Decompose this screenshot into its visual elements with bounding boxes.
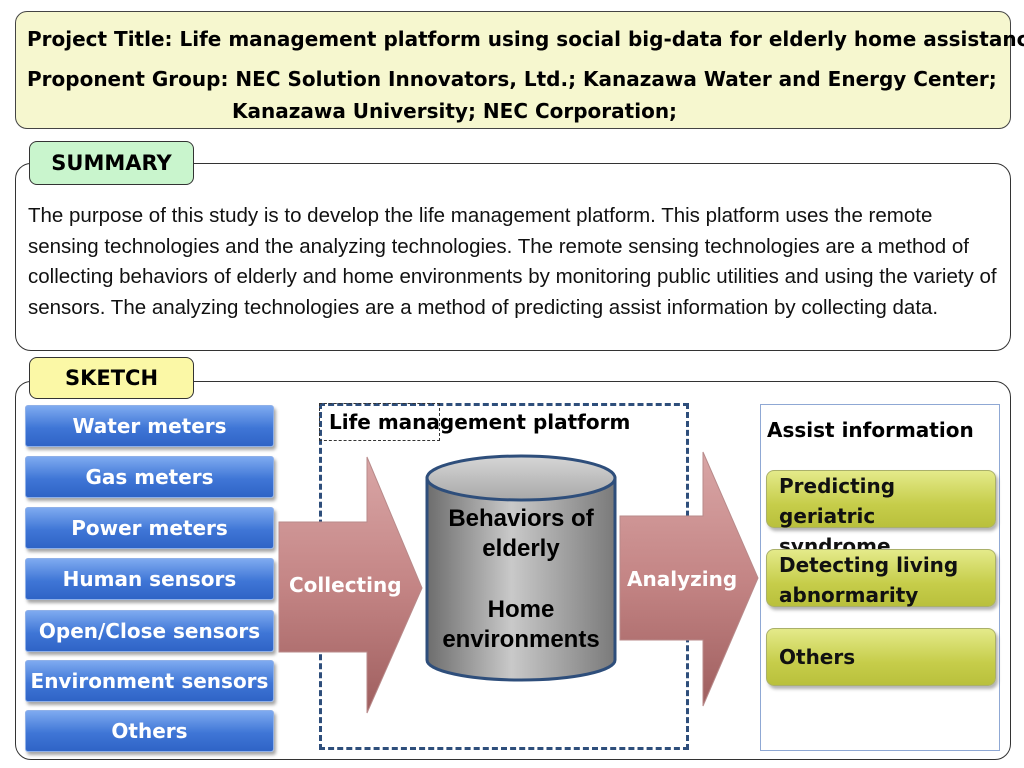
summary-tab: SUMMARY: [29, 141, 194, 185]
proponent-group-line2: Kanazawa University; NEC Corporation;: [232, 99, 678, 123]
assist-item-detecting: Detecting living abnormarity: [766, 549, 996, 607]
platform-label: Life management platform: [329, 410, 631, 434]
assist-item-others: Others: [766, 628, 996, 686]
summary-text: The purpose of this study is to develop …: [28, 204, 997, 319]
database-label-line4: environments: [442, 626, 600, 653]
sensor-others: Others: [25, 710, 274, 752]
summary-panel: The purpose of this study is to develop …: [15, 163, 1011, 351]
collecting-arrow: [278, 456, 423, 714]
assist-title: Assist information: [767, 418, 974, 442]
assist-item-predicting: Predicting geriatric syndrome: [766, 470, 996, 558]
database-label-line2: elderly: [482, 535, 560, 562]
project-title: Project Title: Life management platform …: [27, 27, 1024, 51]
database-label-line3: Home: [487, 596, 555, 623]
database-label-line1: Behaviors of: [448, 505, 594, 532]
platform-label-box: [319, 403, 440, 441]
sensor-power-meters: Power meters: [25, 507, 274, 549]
database-cylinder: [425, 454, 617, 682]
database-label-environments: Home environments: [427, 595, 615, 655]
title-panel: [15, 11, 1011, 129]
database-label-behaviors: Behaviors of elderly: [427, 504, 615, 564]
analyzing-label: Analyzing: [627, 567, 738, 591]
analyzing-arrow: [619, 451, 759, 707]
collecting-label: Collecting: [289, 573, 402, 597]
sensor-water-meters: Water meters: [25, 405, 274, 447]
sensor-open-close-sensors: Open/Close sensors: [25, 610, 274, 652]
sensor-environment-sensors: Environment sensors: [25, 660, 274, 702]
sketch-tab: SKETCH: [29, 357, 194, 399]
proponent-group-line1: Proponent Group: NEC Solution Innovators…: [27, 67, 997, 91]
sensor-gas-meters: Gas meters: [25, 456, 274, 498]
sensor-human-sensors: Human sensors: [25, 558, 274, 600]
